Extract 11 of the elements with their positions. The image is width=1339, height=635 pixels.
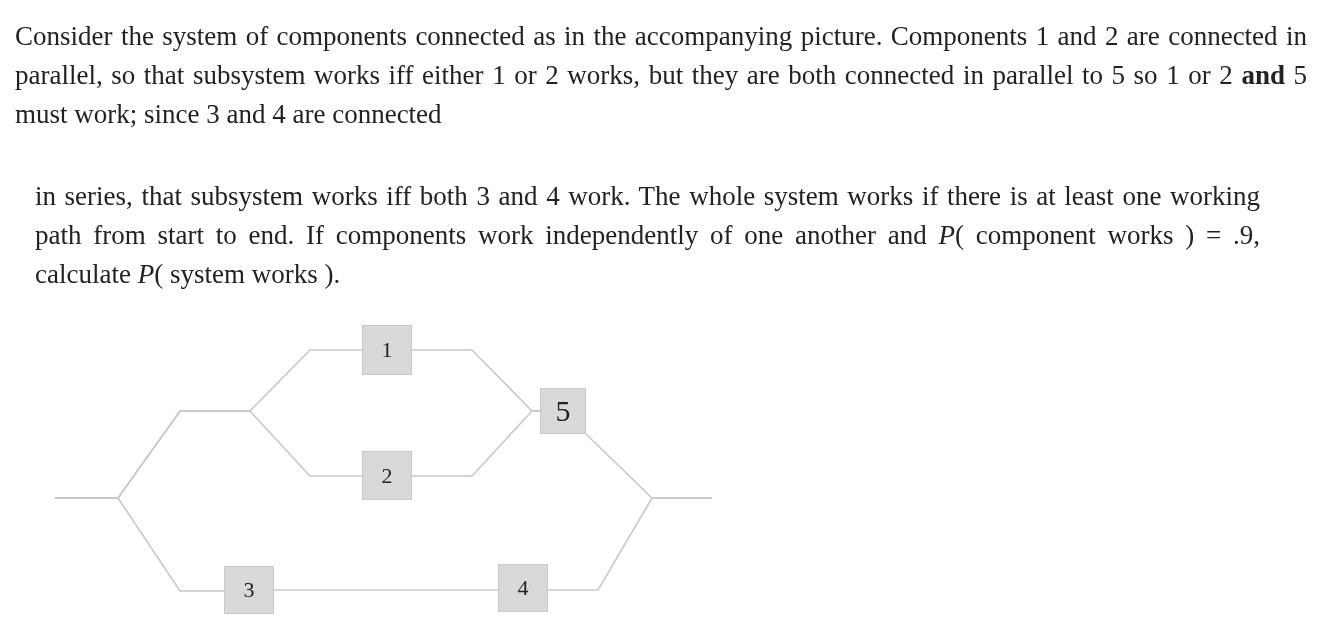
problem-text: in series, that subsystem works iff both 3 and 4 work. The whole system works if there is at least one working path from start to end. If components work independently of one another and P( component works ) = .9, calculate P( system works ). [35,180,1260,291]
connector-line [547,497,713,591]
component-box: 3 [224,566,274,614]
connector-line [273,589,499,591]
component-box: 5 [540,388,586,434]
component-box: 1 [362,325,412,375]
connector-line [411,410,541,477]
component-box: 4 [498,564,548,612]
connector-line [54,497,225,592]
problem-text: Consider the system of components connected as in the accompanying picture. Components 1 and 2 are connected in parallel, so that subsystem works iff either 1 or 2 works, but they are both connected in parallel to 5 so 1 or 2 and 5 must work; since 3 and 4 are connected [15,20,1307,131]
component-box: 2 [362,451,412,500]
